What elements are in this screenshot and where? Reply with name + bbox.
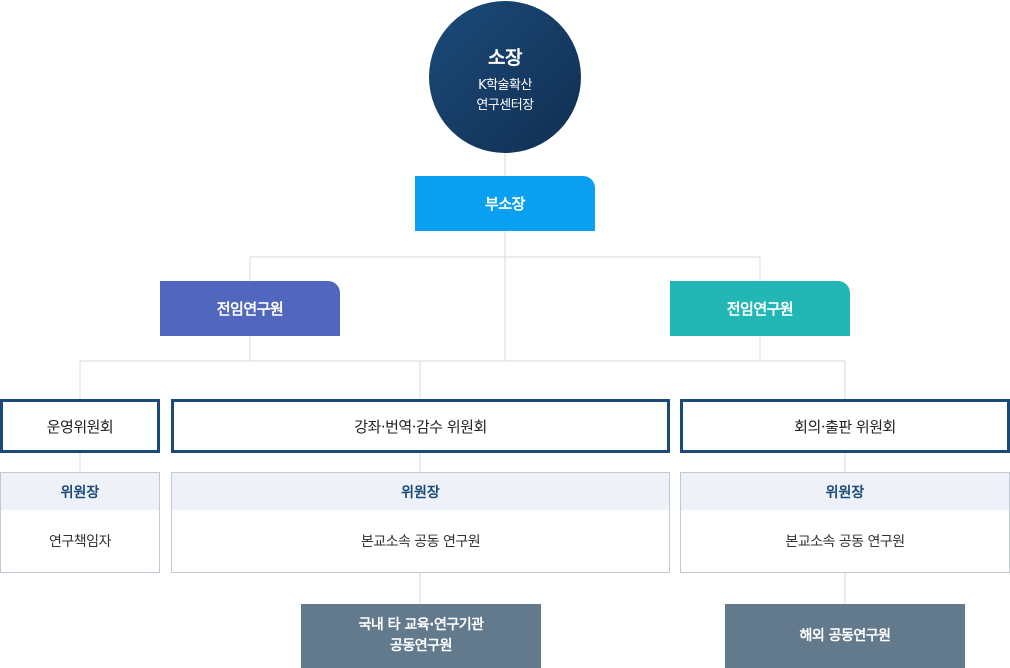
external-domestic-line2: 공동연구원 xyxy=(390,638,452,654)
committee-chair-box: 위원장 연구책임자 xyxy=(0,472,160,573)
committee-name: 운영위원회 xyxy=(46,417,114,436)
director-node: 소장 K학술확산 연구센터장 xyxy=(429,1,581,153)
researcher-node-left: 전임연구원 xyxy=(160,281,340,336)
director-subtitle-line1: K학술확산 xyxy=(478,78,532,93)
committee-conference-publication: 회의·출판 위원회 xyxy=(680,399,1010,453)
director-subtitle-line2: 연구센터장 xyxy=(476,98,534,113)
chair-value: 연구책임자 xyxy=(49,534,111,550)
external-overseas-node: 해외 공동연구원 xyxy=(725,604,965,668)
researcher-node-right: 전임연구원 xyxy=(670,281,850,336)
chair-value: 본교소속 공동 연구원 xyxy=(785,534,905,550)
deputy-director-node: 부소장 xyxy=(415,176,595,231)
director-title: 소장 xyxy=(488,47,522,69)
committee-lecture-translation: 강좌·번역·감수 위원회 xyxy=(171,399,670,453)
researcher-label: 전임연구원 xyxy=(726,300,794,318)
committee-chair-box: 위원장 본교소속 공동 연구원 xyxy=(680,472,1010,573)
committee-operations: 운영위원회 xyxy=(0,399,160,453)
researcher-label: 전임연구원 xyxy=(216,300,284,318)
committee-name: 강좌·번역·감수 위원회 xyxy=(354,417,487,436)
external-domestic-line1: 국내 타 교육·연구기관 xyxy=(358,617,485,633)
committee-name: 회의·출판 위원회 xyxy=(794,417,896,436)
chair-label: 위원장 xyxy=(681,473,1009,510)
chair-value: 본교소속 공동 연구원 xyxy=(360,534,481,550)
chair-label: 위원장 xyxy=(1,473,159,510)
external-domestic-node: 국내 타 교육·연구기관 공동연구원 xyxy=(301,604,541,668)
chair-label: 위원장 xyxy=(172,473,669,510)
deputy-director-label: 부소장 xyxy=(485,195,525,213)
external-overseas-label: 해외 공동연구원 xyxy=(799,627,891,644)
committee-chair-box: 위원장 본교소속 공동 연구원 xyxy=(171,472,670,573)
